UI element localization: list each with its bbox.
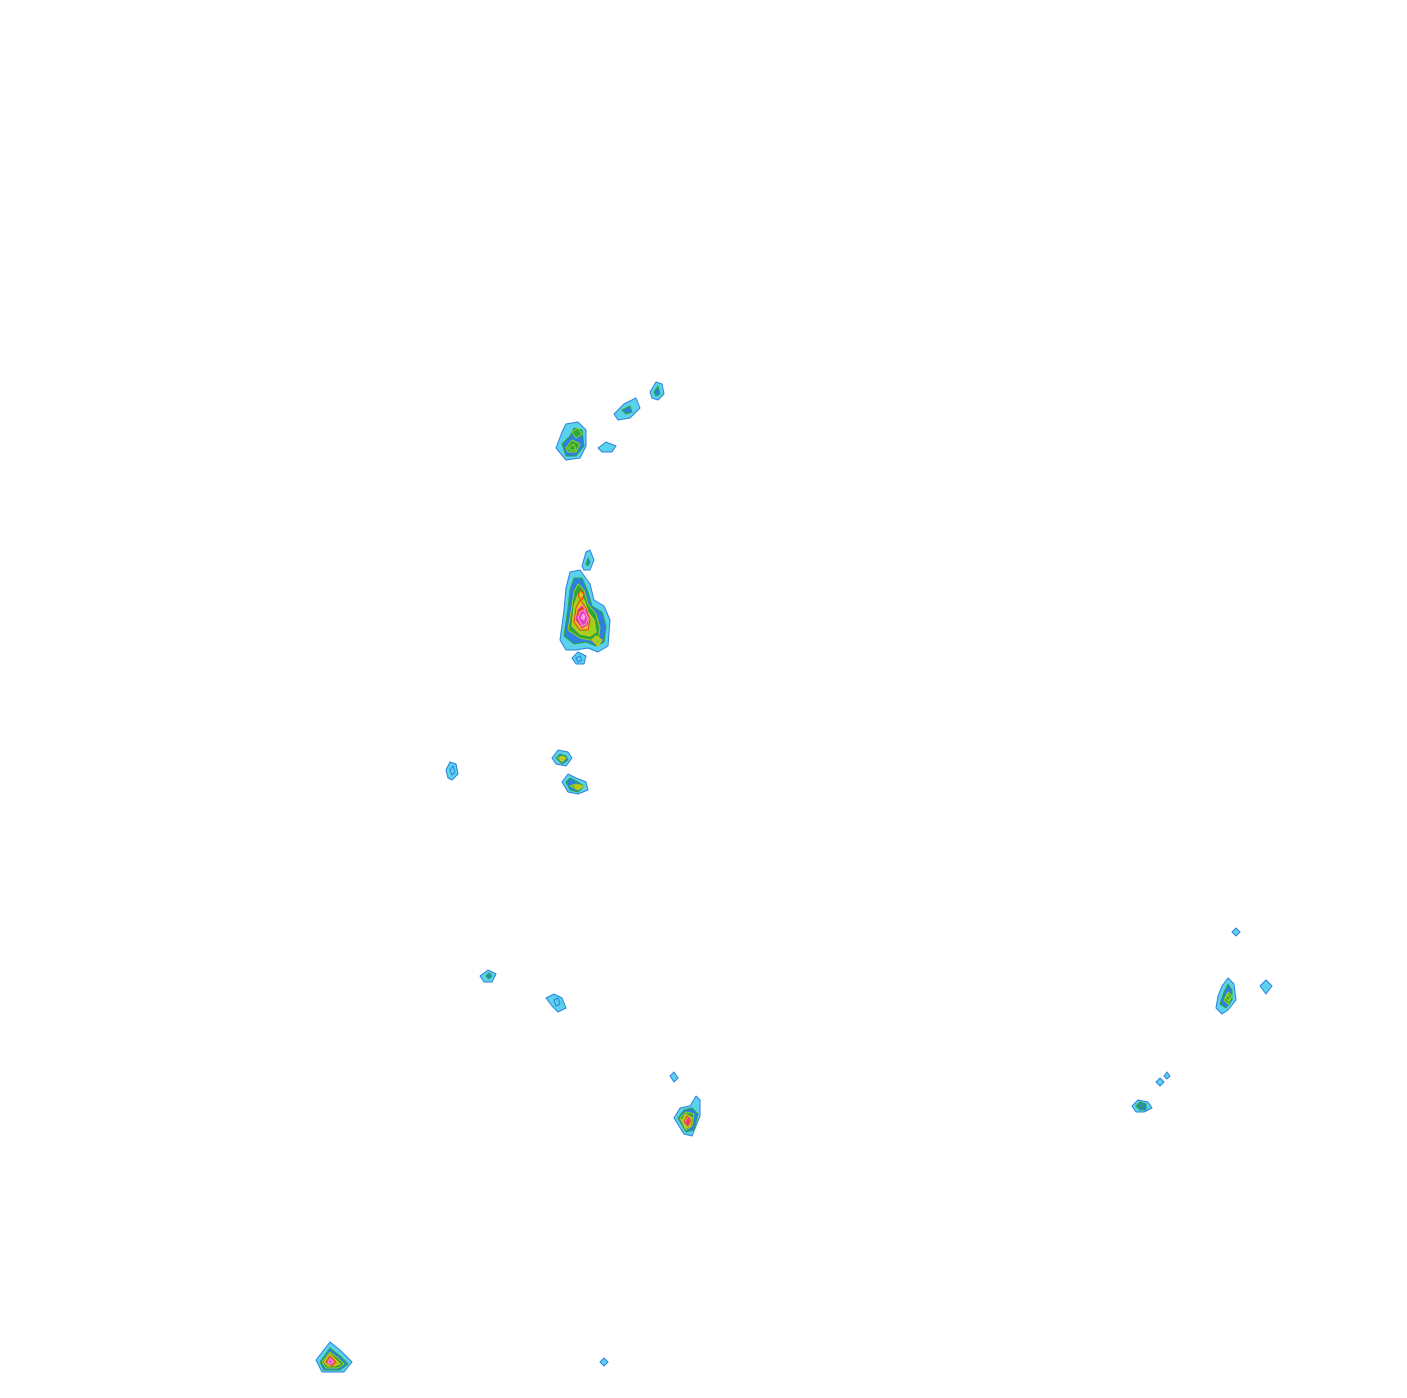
cell-central-small-level-1-contour	[575, 655, 583, 663]
cell-north-b	[613, 397, 641, 421]
cell-southwest	[315, 1341, 609, 1373]
cell-central-main-level-2-contour	[585, 557, 591, 567]
cell-mid-b-level-4-contour	[573, 784, 583, 790]
cell-north-a	[555, 421, 587, 461]
cell-south-a	[479, 969, 497, 983]
cell-north-c	[649, 381, 665, 401]
cell-central-main-level-8-contour	[580, 613, 586, 621]
cell-central-main-level-5-contour	[577, 589, 585, 601]
cell-north-d-level-1-contour	[597, 441, 617, 453]
cell-east-c-level-1-contour	[1163, 1071, 1171, 1080]
cell-southwest-level-1-contour	[599, 1357, 609, 1367]
cell-east-b	[1131, 1099, 1153, 1113]
cell-east-c	[1155, 927, 1241, 1087]
cell-east-a	[1215, 977, 1273, 1015]
cell-north-a-level-3-contour	[571, 427, 583, 439]
cell-east-a-level-3-contour	[1225, 993, 1231, 1002]
cell-mid-west-level-1-contour	[449, 765, 456, 776]
cell-south-c	[669, 1071, 701, 1137]
cell-mid-a-level-4-contour	[559, 756, 566, 762]
cell-south-a-level-2-contour	[485, 972, 493, 980]
cell-central-small	[571, 651, 587, 665]
cell-south-b	[545, 993, 567, 1013]
cell-central-main	[559, 549, 611, 653]
cell-north-b-level-2-contour	[621, 405, 633, 415]
cell-east-b-level-2-contour	[1137, 1103, 1145, 1109]
cell-mid-b	[561, 773, 589, 795]
cell-east-c-level-1-contour	[1231, 927, 1241, 937]
cell-mid-a	[551, 749, 573, 767]
cell-south-b-level-1-contour	[553, 997, 561, 1007]
cell-south-c-level-6-contour	[685, 1117, 691, 1126]
cell-north-c-level-2-contour	[653, 385, 661, 397]
cell-mid-west	[445, 761, 459, 781]
cell-east-a-level-1-contour	[1259, 979, 1273, 995]
cell-central-main-level-4-contour	[591, 635, 603, 647]
cell-southwest-level-7-contour	[327, 1358, 334, 1365]
cell-north-d	[597, 441, 617, 453]
cell-north-a-level-3-contour	[567, 443, 577, 451]
cell-east-c-level-1-contour	[1155, 1077, 1165, 1087]
cell-south-c-level-1-contour	[669, 1071, 679, 1083]
